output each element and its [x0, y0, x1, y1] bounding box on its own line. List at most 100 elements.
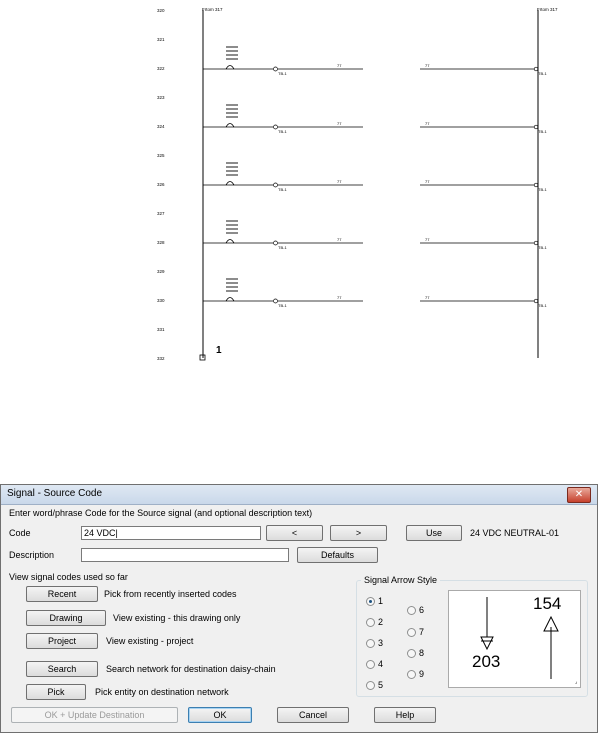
arrow-style-label-4: 4 — [378, 659, 384, 669]
search-description: Search network for destination daisy-cha… — [106, 664, 276, 674]
rung-number: 325 — [157, 153, 165, 158]
rung-number: 322 — [157, 66, 165, 71]
wire-number: 77 — [337, 295, 342, 300]
arrow-style-label-2: 2 — [378, 617, 384, 627]
use-value: 24 VDC NEUTRAL-01 — [470, 528, 560, 538]
arrow-style-radio-1[interactable] — [366, 597, 375, 606]
arrow-style-radio-9[interactable] — [407, 670, 416, 679]
wire-number: 77 — [337, 63, 342, 68]
breaker-symbol — [225, 65, 235, 70]
terminal-circle — [533, 240, 539, 246]
rung-number: 331 — [157, 327, 165, 332]
drawing-description: View existing - this drawing only — [113, 613, 241, 623]
pick-description: Pick entity on destination network — [95, 687, 229, 697]
arrow-style-radio-2[interactable] — [366, 618, 375, 627]
arrow-style-label-5: 5 — [378, 680, 384, 690]
search-button[interactable]: Search — [26, 661, 98, 677]
dialog-title: Signal - Source Code — [7, 488, 103, 499]
defaults-button[interactable]: Defaults — [297, 547, 378, 563]
terminal-ref: TB-1 — [538, 71, 547, 76]
terminal-circle — [273, 182, 278, 188]
arrow-style-radio-3[interactable] — [366, 639, 375, 648]
terminal-ref: TB-1 — [538, 129, 547, 134]
terminal-circle — [533, 298, 539, 304]
arrow-style-label-6: 6 — [419, 605, 425, 615]
code-label: Code — [9, 528, 31, 538]
breaker-symbol — [225, 239, 235, 244]
ladder-diagram: Frtom 317 Frtom 317 1 320321322323324325… — [157, 7, 558, 361]
terminal-circle — [273, 124, 278, 130]
terminal-circle — [273, 66, 278, 72]
terminal-circle — [533, 66, 539, 72]
code-input[interactable]: 24 VDC| — [81, 526, 261, 540]
arrow-style-label-1: 1 — [378, 596, 384, 606]
terminal-ref: TB-1 — [278, 303, 287, 308]
rail-end-marker — [199, 354, 206, 361]
cancel-button[interactable]: Cancel — [277, 707, 349, 723]
rung-number: 326 — [157, 182, 165, 187]
breaker-symbol — [225, 181, 235, 186]
use-button[interactable]: Use — [406, 525, 462, 541]
ok-update-destination-button[interactable]: OK + Update Destination — [11, 707, 178, 723]
arrow-style-preview: 203 154 ⌟ — [448, 590, 581, 688]
arrow-style-radio-6[interactable] — [407, 606, 416, 615]
terminal-circle — [273, 240, 278, 246]
help-button[interactable]: Help — [374, 707, 436, 723]
terminal-ref: TB-1 — [538, 303, 547, 308]
instruction-text: Enter word/phrase Code for the Source si… — [9, 508, 313, 518]
description-label: Description — [9, 550, 55, 560]
arrow-style-radio-5[interactable] — [366, 681, 375, 690]
arrow-style-label-3: 3 — [378, 638, 384, 648]
arrow-style-group — [356, 580, 588, 697]
next-button[interactable]: > — [330, 525, 387, 541]
terminal-circle — [533, 124, 539, 130]
preview-left-number: 203 — [472, 652, 500, 671]
terminal-circle — [273, 298, 278, 304]
preview-right-number: 154 — [533, 594, 561, 613]
rung-number: 329 — [157, 269, 165, 274]
arrow-style-label-8: 8 — [419, 648, 425, 658]
terminal-circle — [533, 182, 539, 188]
rung-number: 320 — [157, 8, 165, 13]
rung-number: 330 — [157, 298, 165, 303]
top-right-label: Frtom 317 — [537, 7, 558, 12]
breaker-symbol — [225, 123, 235, 128]
ok-button[interactable]: OK — [188, 707, 252, 723]
arrow-preview-graphic: 203 154 ⌟ — [472, 594, 577, 685]
arrow-style-radio-8[interactable] — [407, 649, 416, 658]
close-button[interactable]: ✕ — [567, 487, 591, 503]
wire-number: 77 — [337, 121, 342, 126]
rung-number: 323 — [157, 95, 165, 100]
arrow-style-radio-7[interactable] — [407, 628, 416, 637]
arrow-style-label-9: 9 — [419, 669, 425, 679]
drawing-button[interactable]: Drawing — [26, 610, 106, 626]
rung-number: 324 — [157, 124, 165, 129]
pick-button[interactable]: Pick — [26, 684, 86, 700]
project-button[interactable]: Project — [26, 633, 98, 649]
wire-number: 77 — [337, 179, 342, 184]
recent-button[interactable]: Recent — [26, 586, 98, 602]
terminal-ref: TB-1 — [538, 187, 547, 192]
recent-description: Pick from recently inserted codes — [104, 589, 237, 599]
arrow-style-radio-4[interactable] — [366, 660, 375, 669]
terminal-ref: TB-1 — [278, 245, 287, 250]
resize-grip-icon: ⌟ — [575, 679, 577, 685]
terminal-ref: TB-1 — [278, 187, 287, 192]
view-codes-label: View signal codes used so far — [9, 572, 128, 582]
wire-number: 77 — [425, 237, 430, 242]
terminal-ref: TB-1 — [278, 71, 287, 76]
description-input[interactable] — [81, 548, 289, 562]
title-bar: Signal - Source Code ✕ — [1, 485, 597, 505]
top-left-label: Frtom 317 — [202, 7, 223, 12]
rung-number: 321 — [157, 37, 165, 42]
project-description: View existing - project — [106, 636, 194, 646]
breaker-symbol — [225, 297, 235, 302]
wire-number: 77 — [425, 179, 430, 184]
rung-number: 332 — [157, 356, 165, 361]
previous-button[interactable]: < — [266, 525, 323, 541]
